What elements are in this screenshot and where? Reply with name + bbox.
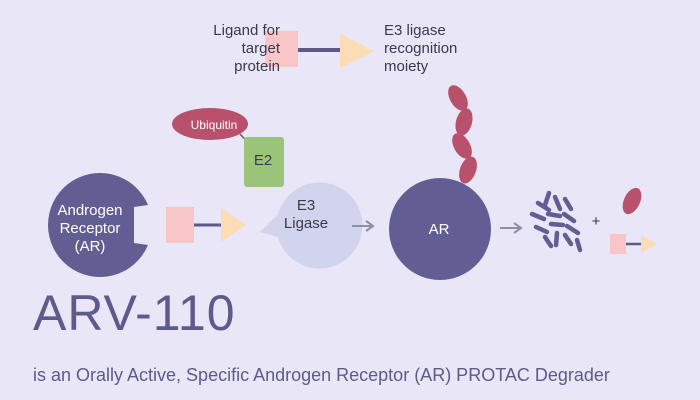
free-protac-triangle	[641, 235, 657, 253]
ubiquitin-chain-4	[459, 156, 477, 184]
ar-label: AR	[428, 221, 450, 238]
e2-block	[244, 137, 284, 187]
e2-label: E2	[253, 152, 273, 169]
arrow-2-head	[513, 222, 523, 234]
protac-ligand-square	[166, 207, 194, 243]
ubiquitin-chain-1	[448, 85, 468, 111]
recognition-triangle	[340, 34, 374, 68]
page-title: ARV-110	[33, 285, 236, 341]
page-subtitle: is an Orally Active, Specific Androgen R…	[33, 365, 610, 385]
plus-sign: +	[591, 213, 601, 230]
androgen-receptor-label: Androgen Receptor (AR)	[57, 202, 123, 255]
ubiquitin-chain-2	[455, 108, 473, 136]
free-ubiquitin	[622, 187, 642, 215]
androgen-receptor-shape	[48, 173, 148, 277]
e3-ligase-label: E3 Ligase	[283, 197, 329, 232]
degraded-fragments	[529, 190, 583, 253]
e3-ligase-shape	[260, 182, 363, 269]
arrow-1-head	[365, 220, 375, 232]
e3-recognition-label: E3 ligase recognition moiety	[384, 22, 458, 75]
ligand-square	[265, 31, 298, 67]
ligand-label: Ligand for target protein	[213, 22, 280, 75]
ubiquitin-chain-3	[452, 133, 472, 159]
ar-circle	[389, 178, 491, 280]
ubiquitin-label: Ubiquitin	[190, 118, 238, 132]
free-protac-square	[610, 234, 626, 254]
protac-triangle	[221, 208, 246, 242]
ubiquitin-ellipse	[172, 108, 248, 140]
